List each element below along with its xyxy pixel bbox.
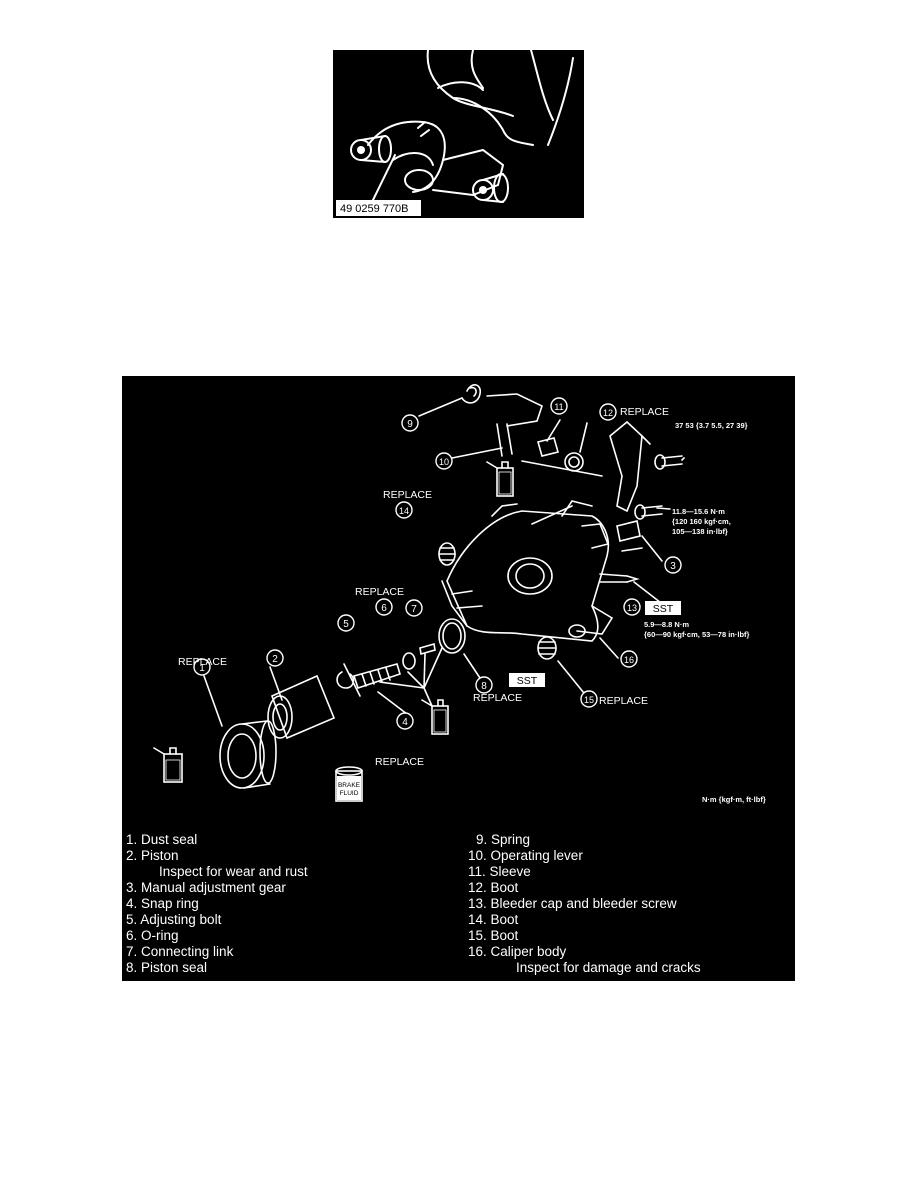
legend-item: 8. Piston seal — [126, 960, 208, 975]
callout-11: 11 — [554, 402, 563, 412]
legend-item: 6. O-ring — [126, 928, 179, 943]
callout-6: 6 — [381, 603, 387, 614]
caliper-with-tool-drawing: 49 0259 770B — [336, 50, 574, 216]
legend-item: 11. Sleeve — [468, 864, 531, 879]
torque-units-note: N·m {kgf·m, ft·lbf} — [702, 795, 766, 804]
legend-item-note: Inspect for damage and cracks — [516, 960, 701, 975]
brake-fluid-label-line1: BRAKE — [338, 782, 361, 789]
legend-item: 7. Connecting link — [126, 944, 234, 959]
legend-item: 10. Operating lever — [468, 848, 583, 863]
callout-14: 14 — [399, 506, 409, 516]
replace-label-4: REPLACE — [375, 756, 424, 768]
legend-item: 3. Manual adjustment gear — [126, 880, 286, 895]
torque-spec-bleeder-line2: {60—90 kgf·cm, 53—78 in·lbf} — [644, 630, 750, 639]
sst-box-13 — [645, 601, 681, 615]
brake-fluid-label-line2: FLUID — [340, 790, 359, 797]
replace-label-14: REPLACE — [383, 489, 432, 501]
torque-spec-gear-line3: 105—138 in·lbf} — [672, 527, 728, 536]
torque-spec-gear-line1: 11.8—15.6 N·m — [672, 507, 725, 516]
legend-item: 1. Dust seal — [126, 832, 198, 847]
callout-1: 1 — [199, 663, 205, 674]
replace-label-12: REPLACE — [620, 406, 669, 418]
torque-spec-bracket-bolt: 37 53 {3.7 5.5, 27 39} — [675, 421, 748, 430]
legend-item: 12. Boot — [468, 880, 519, 895]
legend-left-column: 1. Dust seal 2. Piston Inspect for wear … — [126, 832, 308, 976]
legend-item: 16. Caliper body — [468, 944, 567, 959]
sst-label-8: SST — [517, 675, 538, 687]
callout-13: 13 — [627, 603, 637, 613]
replace-label-8: REPLACE — [473, 692, 522, 704]
legend-item: 13. Bleeder cap and bleeder screw — [468, 896, 677, 911]
caliper-exploded-drawing: 1 2 3 4 5 6 7 8 9 10 11 12 13 14 15 16 R… — [153, 384, 766, 804]
legend-right-column: 9. Spring 10. Operating lever 11. Sleeve… — [468, 832, 701, 976]
callout-10: 10 — [439, 457, 449, 467]
exploded-view-figure: 1 2 3 4 5 6 7 8 9 10 11 12 13 14 15 16 R… — [122, 376, 795, 981]
callout-2: 2 — [272, 654, 278, 665]
legend-item: 15. Boot — [468, 928, 519, 943]
legend-item: 14. Boot — [468, 912, 519, 927]
tool-number-label: 49 0259 770B — [340, 203, 409, 215]
callout-8: 8 — [481, 681, 487, 692]
legend-item: 9. Spring — [476, 832, 531, 847]
replace-label-1: REPLACE — [178, 656, 227, 668]
legend-item: 2. Piston — [126, 848, 179, 863]
callout-4: 4 — [402, 717, 408, 728]
legend-item: 5. Adjusting bolt — [126, 912, 222, 927]
callout-16: 16 — [624, 655, 634, 665]
torque-spec-bleeder-line1: 5.9—8.8 N·m — [644, 620, 689, 629]
callout-15: 15 — [584, 695, 594, 705]
sst-label-13: SST — [653, 603, 674, 615]
callout-7: 7 — [411, 604, 417, 615]
sst-box-8 — [509, 673, 545, 687]
caliper-body-outline — [446, 510, 610, 642]
callout-12: 12 — [603, 408, 613, 418]
torque-spec-gear-line2: {120 160 kgf·cm, — [672, 517, 731, 526]
replace-label-6: REPLACE — [355, 586, 404, 598]
legend-item: 4. Snap ring — [126, 896, 199, 911]
callout-3: 3 — [670, 561, 676, 572]
legend-item-note: Inspect for wear and rust — [159, 864, 308, 879]
tool-illustration: 49 0259 770B — [333, 50, 584, 218]
callout-9: 9 — [407, 419, 413, 430]
replace-label-15: REPLACE — [599, 695, 648, 707]
callout-5: 5 — [343, 619, 349, 630]
